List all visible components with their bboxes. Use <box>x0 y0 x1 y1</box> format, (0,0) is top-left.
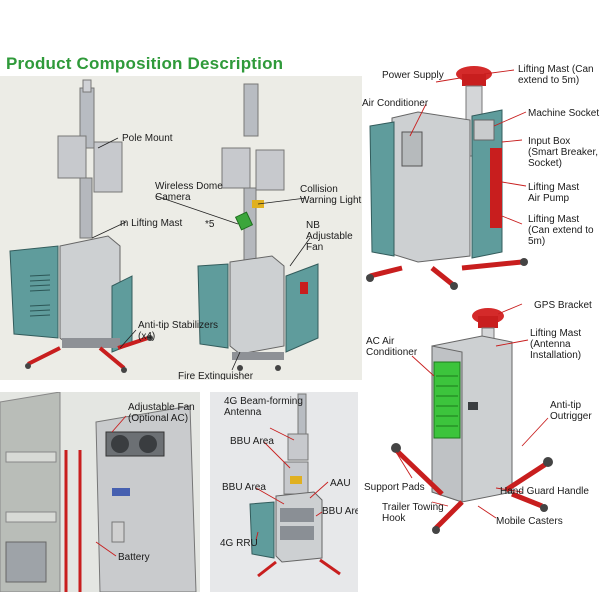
label-lifting-mast-antenna: Lifting Mast (Antenna Installation) <box>530 328 582 361</box>
label-lifting-mast: m Lifting Mast <box>120 218 183 229</box>
label-input-box: Input Box (Smart Breaker, Socket) <box>528 136 599 169</box>
label-support-pads: Support Pads <box>364 482 425 493</box>
label-bbu-area-1: BBU Area <box>230 436 274 447</box>
label-anti-tip-outrigger: Anti-tip Outrigger <box>550 400 592 422</box>
label-pole-mount: Pole Mount <box>122 133 173 144</box>
label-gps-bracket: GPS Bracket <box>534 300 592 311</box>
label-beam-antenna: 4G Beam-forming Antenna <box>224 396 303 418</box>
label-power-supply: Power Supply <box>382 70 444 81</box>
label-collision-warning-light: Collision Warning Light <box>300 184 362 206</box>
label-anti-tip-stabilizers: Anti-tip Stabilizers (x4) <box>138 320 219 342</box>
label-lifting-mast-bottom: Lifting Mast (Can extend to 5m) <box>528 214 594 247</box>
label-aau: AAU <box>330 478 351 489</box>
label-mobile-casters: Mobile Casters <box>496 516 563 527</box>
label-bbu-area-3: BBU Area <box>322 506 358 517</box>
label-air-conditioner: Air Conditioner <box>362 98 429 109</box>
interior-illustration <box>0 392 200 592</box>
label-battery: Battery <box>118 552 150 563</box>
label-fire-extinguisher: Fire Extinguisher <box>178 371 254 380</box>
composition-panel-interior: Adjustable Fan (Optional AC) Battery <box>0 392 200 592</box>
label-count: *5 <box>205 219 215 230</box>
label-nb-adjustable-fan: NB Adjustable Fan <box>306 220 353 253</box>
label-trailer-towing-hook: Trailer Towing Hook <box>382 502 444 524</box>
label-ac-air-conditioner: AC Air Conditioner <box>366 336 418 358</box>
label-bbu-area-2: BBU Area <box>222 482 266 493</box>
composition-panel-4g: 4G Beam-forming Antenna BBU Area BBU Are… <box>210 392 358 592</box>
composition-panel-mast-cabinet: Power Supply Lifting Mast (Can extend to… <box>362 56 600 296</box>
label-wireless-dome-camera: Wireless Dome Camera <box>155 181 223 203</box>
label-hand-guard-handle: Hand Guard Handle <box>500 486 589 497</box>
composition-panel-cabinets: Pole Mount Wireless Dome Camera m Liftin… <box>0 76 362 380</box>
composition-panel-ac-cabinet: GPS Bracket Lifting Mast (Antenna Instal… <box>362 296 600 600</box>
label-adjustable-fan: Adjustable Fan (Optional AC) <box>128 402 195 424</box>
cabinet-illustration <box>9 79 319 373</box>
ac-cabinet-illustration <box>391 303 553 534</box>
label-rru: 4G RRU <box>220 538 258 549</box>
telecom-illustration <box>249 393 341 578</box>
label-lifting-mast-air-pump: Lifting Mast Air Pump <box>528 182 580 204</box>
label-machine-socket: Machine Socket <box>528 108 600 119</box>
mast-cabinet-illustration <box>366 66 528 290</box>
page-title: Product Composition Description <box>6 54 284 73</box>
label-lifting-mast-top: Lifting Mast (Can extend to 5m) <box>518 64 594 86</box>
